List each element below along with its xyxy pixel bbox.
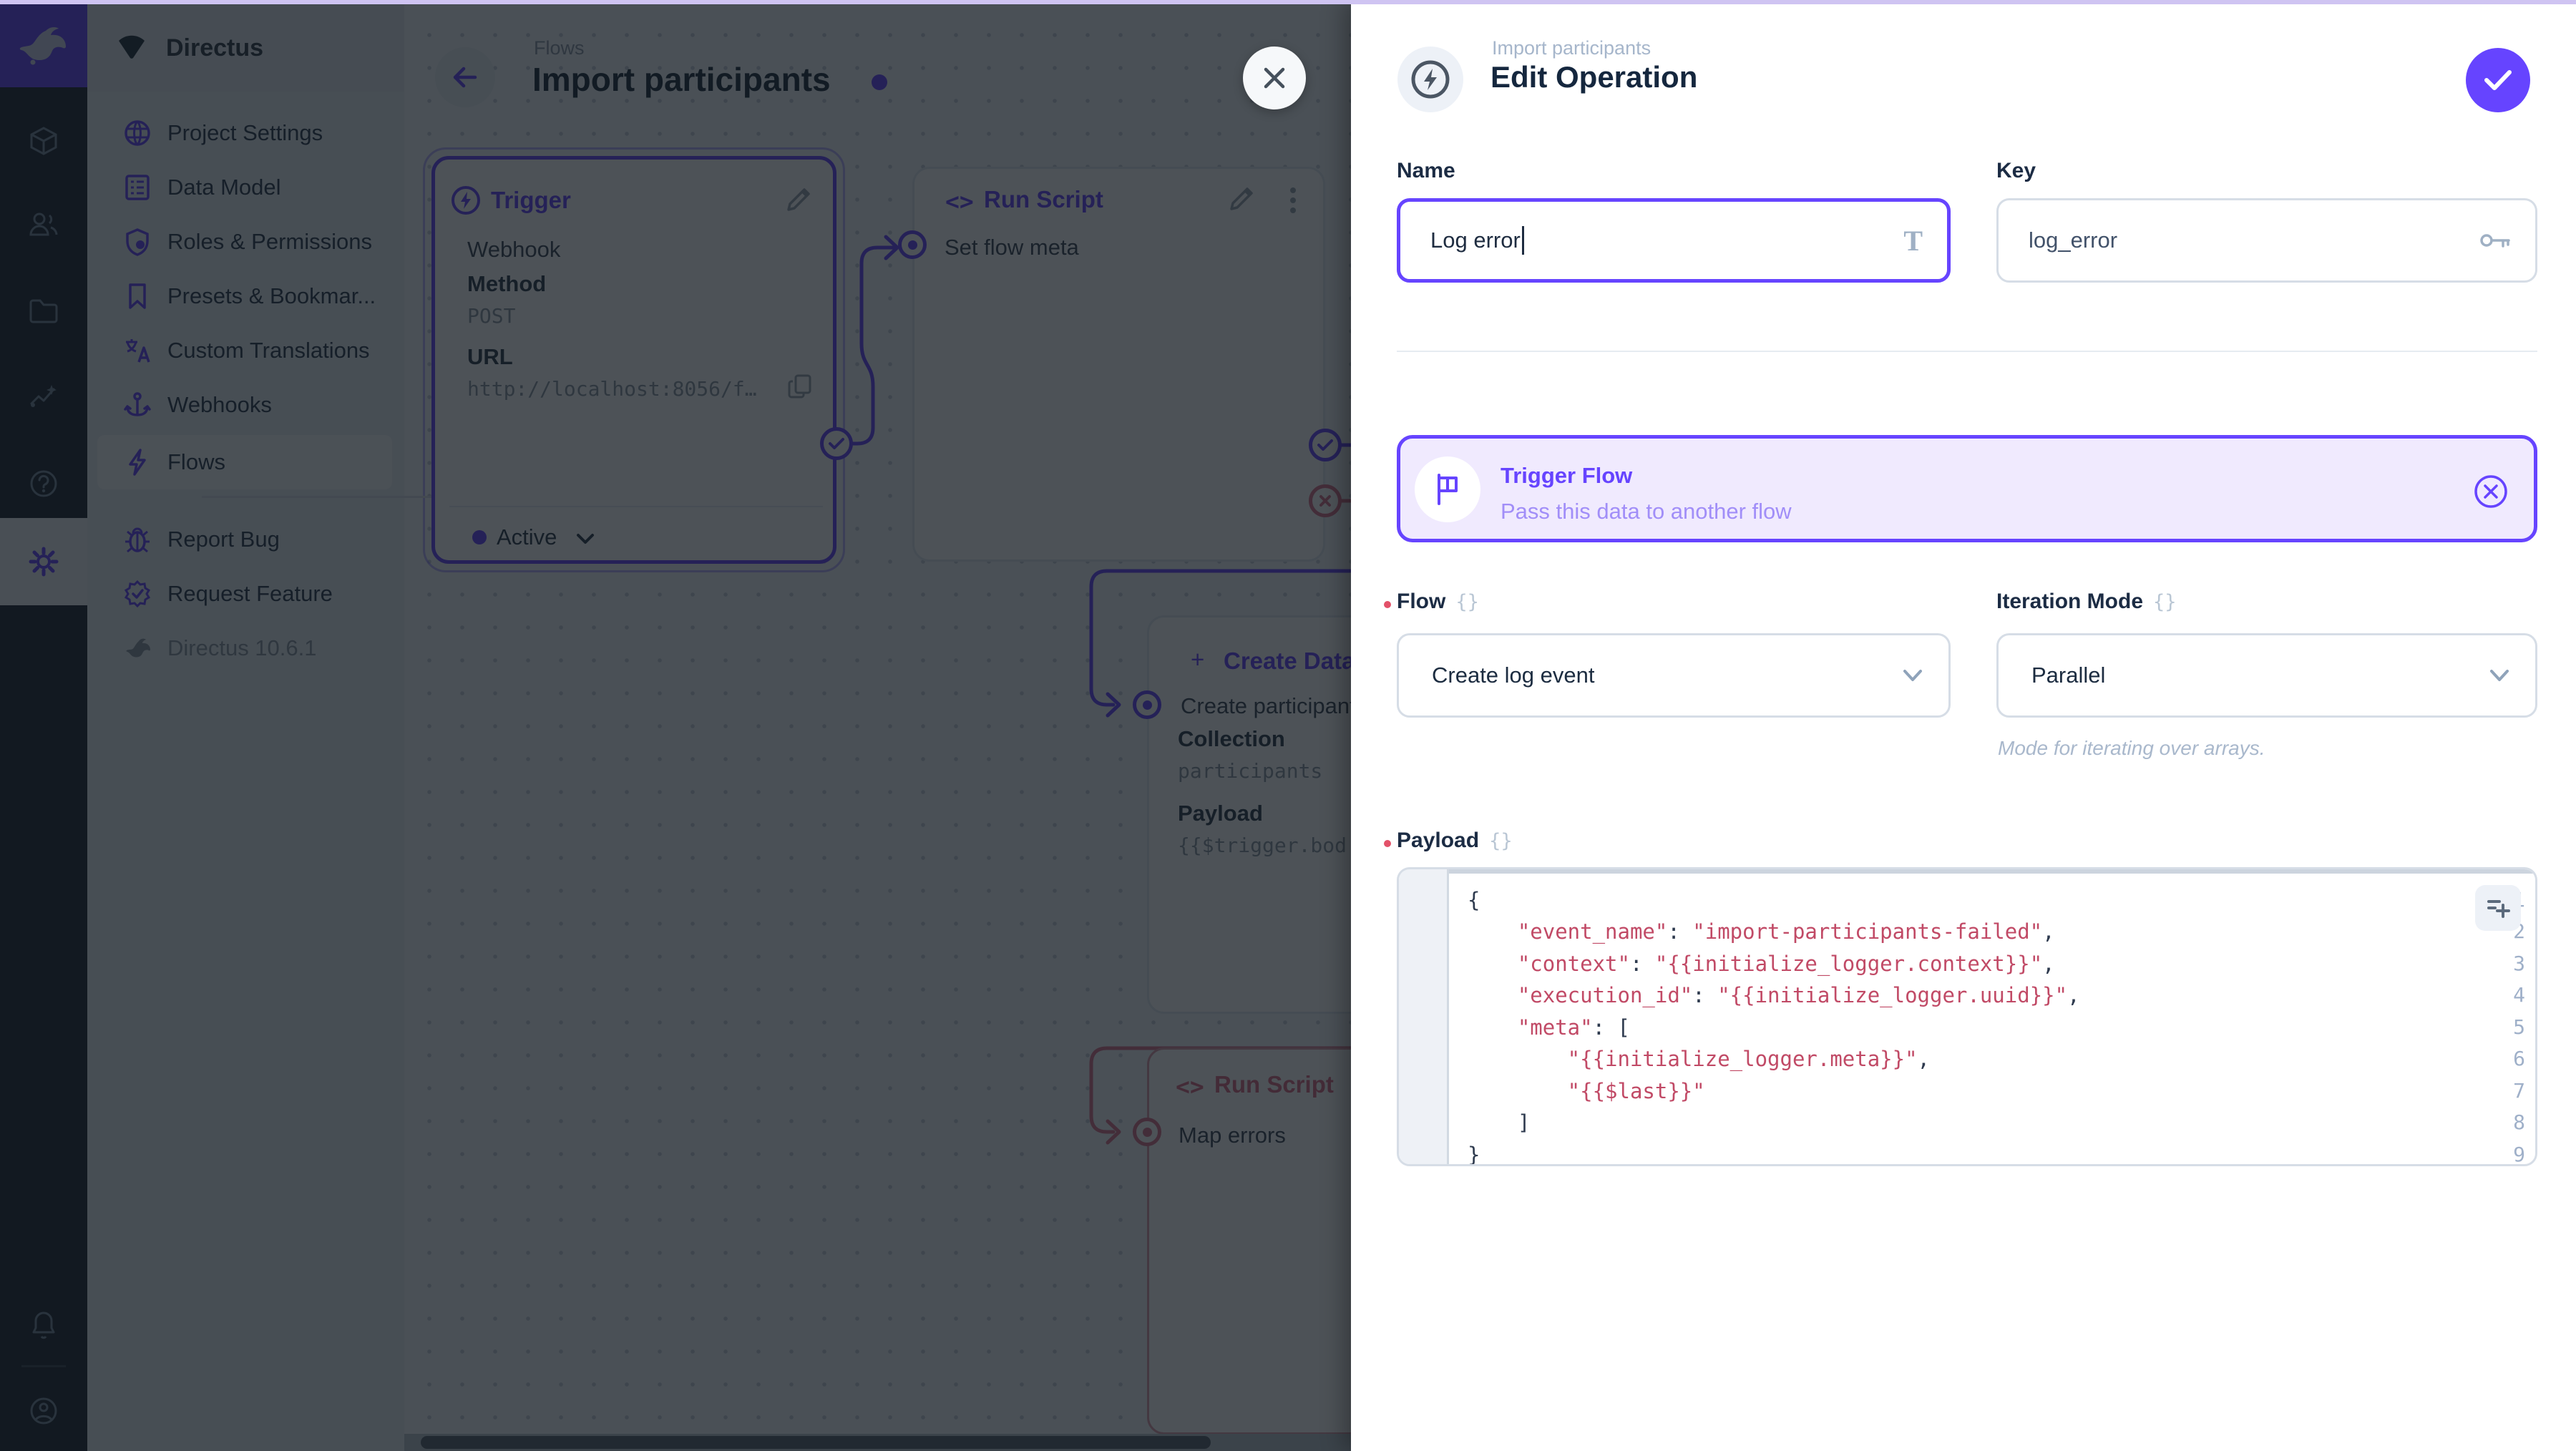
name-value: Log error: [1430, 228, 1521, 253]
code-line: "context": "{{initialize_logger.context}…: [1468, 952, 2055, 976]
banner-title: Trigger Flow: [1501, 463, 1633, 488]
save-button[interactable]: [2466, 48, 2530, 112]
code-line: }: [1468, 1143, 1480, 1166]
flag-icon: [1438, 474, 1458, 505]
code-line: {: [1468, 888, 1480, 912]
remove-panel-icon[interactable]: [2472, 473, 2509, 510]
braces-icon: {}: [2153, 591, 2177, 613]
drawer-title: Edit Operation: [1491, 60, 1698, 94]
line-number: 7: [2513, 1079, 2525, 1103]
editor-options-button[interactable]: [2475, 885, 2521, 931]
flow-select[interactable]: Create log event: [1397, 633, 1951, 718]
key-value: log_error: [2029, 228, 2118, 253]
trigger-flow-banner[interactable]: Trigger Flow Pass this data to another f…: [1397, 435, 2537, 542]
raw-value-icon: [2487, 900, 2510, 918]
chevron-down-icon: [2490, 670, 2509, 681]
payload-code-editor[interactable]: 1 2 3 4 5 6 7 8 9 { "event_name": "impor…: [1397, 867, 2537, 1166]
name-label: Name: [1397, 159, 1455, 182]
code-line: "execution_id": "{{initialize_logger.uui…: [1468, 983, 2080, 1007]
line-number: 5: [2513, 1015, 2525, 1039]
code-line: "{{initialize_logger.meta}}",: [1468, 1047, 1931, 1071]
line-number: 9: [2513, 1143, 2525, 1166]
key-icon: [2480, 234, 2510, 248]
code-line: "{{$last}}": [1468, 1079, 1705, 1103]
required-dot: [1384, 840, 1391, 847]
operation-icon-badge: [1397, 47, 1463, 112]
braces-icon: {}: [1489, 830, 1513, 852]
text-cursor: [1521, 226, 1524, 255]
drawer-overlay[interactable]: [0, 0, 1351, 1451]
close-drawer-button[interactable]: [1243, 47, 1306, 109]
chevron-down-icon: [1903, 670, 1922, 681]
code-line: ]: [1468, 1110, 1531, 1135]
flow-select-value: Create log event: [1432, 663, 1595, 688]
flag-badge: [1415, 456, 1480, 522]
check-icon: [2484, 70, 2512, 90]
flow-label: Flow{}: [1397, 590, 1479, 613]
required-dot: [1384, 601, 1391, 608]
line-number: 8: [2513, 1110, 2525, 1134]
drawer-breadcrumb[interactable]: Import participants: [1492, 37, 1652, 59]
key-input[interactable]: log_error: [1996, 198, 2537, 283]
close-icon: [1264, 67, 1285, 89]
iteration-mode-label: Iteration Mode{}: [1996, 590, 2177, 613]
key-label: Key: [1996, 159, 2036, 182]
iteration-note: Mode for iterating over arrays.: [1998, 737, 2265, 759]
section-divider: [1397, 351, 2537, 352]
editor-gutter: [1399, 869, 1449, 1164]
banner-subtitle: Pass this data to another flow: [1501, 499, 1792, 524]
name-input[interactable]: Log error T: [1397, 198, 1951, 283]
line-number: 4: [2513, 983, 2525, 1007]
iteration-mode-select[interactable]: Parallel: [1996, 633, 2537, 718]
top-accent-strip: [0, 0, 2576, 4]
code-line: "event_name": "import-participants-faile…: [1468, 919, 2055, 944]
bolt-circle-icon: [1411, 60, 1450, 99]
title-formatter-icon: T: [1903, 224, 1923, 257]
editor-top-strip: [1403, 869, 2535, 874]
edit-operation-drawer: Import participants Edit Operation Name …: [1351, 0, 2576, 1451]
line-number: 3: [2513, 952, 2525, 975]
code-line: "meta": [: [1468, 1015, 1630, 1040]
line-number: 6: [2513, 1047, 2525, 1070]
iteration-mode-value: Parallel: [2031, 663, 2106, 688]
payload-label: Payload{}: [1397, 829, 1513, 852]
braces-icon: {}: [1455, 591, 1479, 613]
